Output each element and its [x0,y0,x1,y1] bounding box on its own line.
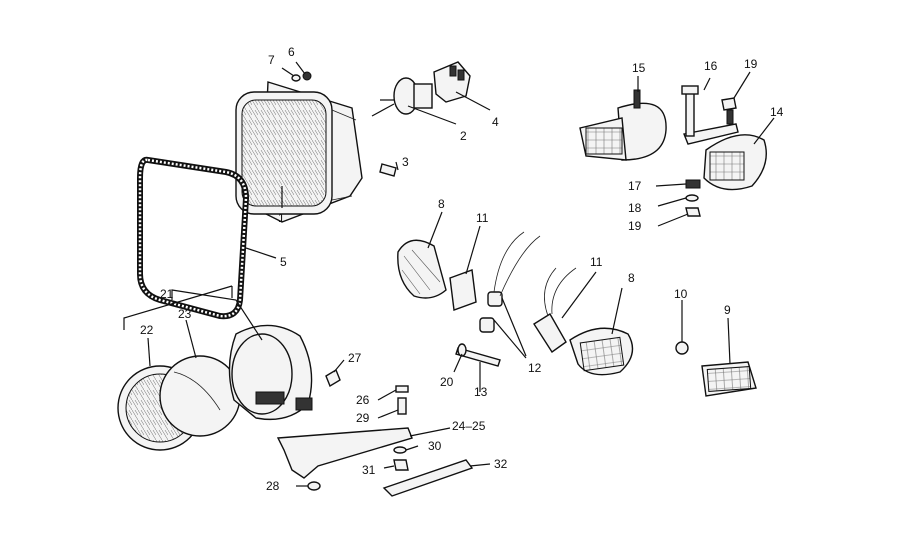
callout-31: 31 [362,463,376,477]
callout-21: 21 [160,287,174,301]
callout-1: 1 [278,211,285,225]
washer-18 [685,194,699,202]
callout-labels: 1 2 3 4 5 6 7 8 8 9 10 11 11 12 13 14 15… [140,45,784,493]
callout-20: 20 [440,375,454,389]
callout-2: 2 [460,129,467,143]
spacer-29 [397,397,407,415]
callout-11-right: 11 [590,255,603,269]
callout-15: 15 [632,61,646,75]
horn-hardware [685,179,701,217]
headlamp-gasket [137,156,250,320]
horn-14 [703,134,767,191]
bulb-10 [675,341,689,355]
turn-signal-right [533,267,634,376]
callout-19-bottom: 19 [628,219,642,233]
callout-27: 27 [348,351,362,365]
callout-16: 16 [704,59,718,73]
callout-6: 6 [288,45,295,59]
round-headlamp [117,324,313,451]
washer-30 [393,446,407,454]
nut-28 [307,481,321,491]
callout-22: 22 [140,323,154,337]
callout-13: 13 [474,385,488,399]
bulb-socket [433,61,471,103]
callout-30: 30 [428,439,442,453]
callout-8-right: 8 [628,271,635,285]
screw-26 [395,385,409,393]
horn-15 [579,89,667,161]
callout-5: 5 [280,255,287,269]
nut-31 [393,459,409,471]
callout-8-left: 8 [438,197,445,211]
callout-28: 28 [266,479,280,493]
callout-9: 9 [724,303,731,317]
callout-18: 18 [628,201,642,215]
leader-lines [123,61,775,487]
washer-20 [457,343,467,357]
headlamp-bracket [276,368,474,497]
horn-bracket [681,85,739,145]
bolt-13 [455,347,501,367]
callout-23: 23 [178,307,192,321]
callout-12: 12 [528,361,542,375]
screw-27 [325,368,341,388]
callout-29: 29 [356,411,370,425]
headlamp-assembly [235,81,363,223]
turn-signal-left [397,231,541,333]
washer-7 [291,74,301,82]
callout-10: 10 [674,287,688,301]
callout-7: 7 [268,53,275,67]
bolt-16 [685,91,695,137]
nut-19-top [721,97,737,111]
callout-32: 32 [494,457,508,471]
callout-19-top: 19 [744,57,758,71]
callout-17: 17 [628,179,642,193]
nut-19-bottom [685,207,701,217]
plate-32 [382,459,474,497]
reflector-9 [701,361,757,397]
callout-26: 26 [356,393,370,407]
screw-3 [379,163,397,177]
callout-4: 4 [492,115,499,129]
callout-11-left: 11 [476,211,489,225]
callout-24-25: 24–25 [452,419,486,433]
callout-14: 14 [770,105,784,119]
spacer-17 [685,179,701,189]
callout-3: 3 [402,155,409,169]
headlamp-bulb [371,77,433,117]
